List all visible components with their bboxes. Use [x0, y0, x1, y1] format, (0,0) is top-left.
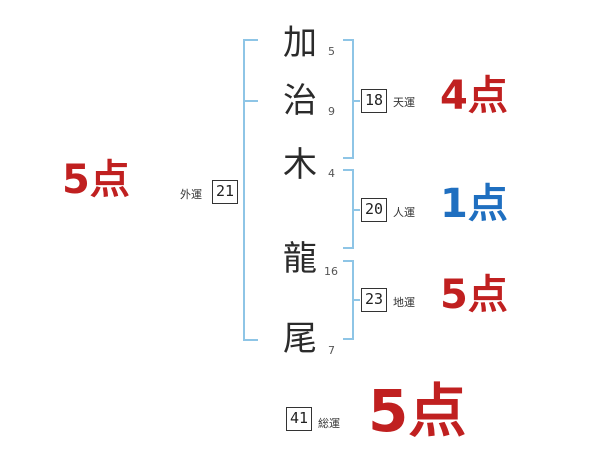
stroke-count-3: 4 — [328, 167, 335, 180]
chiun-bracket — [343, 260, 354, 340]
chiun-label: 地運 — [393, 296, 415, 309]
souun-score: 5点 — [368, 377, 467, 445]
name-char-5: 尾 — [283, 319, 317, 359]
jinun-label: 人運 — [393, 206, 415, 219]
name-char-3: 木 — [283, 145, 317, 185]
stroke-count-2: 9 — [328, 105, 335, 118]
chiun-score: 5点 — [440, 272, 508, 318]
gaiun-label: 外運 — [180, 188, 202, 201]
souun-value-box: 41 — [286, 407, 312, 431]
stroke-count-5: 7 — [328, 344, 335, 357]
tenun-label: 天運 — [393, 96, 415, 109]
souun-label: 総運 — [318, 417, 340, 430]
tenun-value-box: 18 — [361, 89, 387, 113]
name-char-4: 龍 — [283, 239, 317, 279]
gaiun-score: 5点 — [62, 157, 130, 203]
jinun-value-box: 20 — [361, 198, 387, 222]
jinun-bracket — [343, 169, 354, 249]
tenun-score: 4点 — [440, 73, 508, 119]
chiun-value-box: 23 — [361, 288, 387, 312]
jinun-score: 1点 — [440, 181, 508, 227]
name-char-2: 治 — [283, 81, 317, 121]
gaiun-bracket — [243, 39, 258, 341]
stroke-count-1: 5 — [328, 45, 335, 58]
stroke-count-4: 16 — [324, 265, 338, 278]
gaiun-value-box: 21 — [212, 180, 238, 204]
tenun-bracket — [343, 39, 354, 159]
name-char-1: 加 — [283, 23, 317, 63]
